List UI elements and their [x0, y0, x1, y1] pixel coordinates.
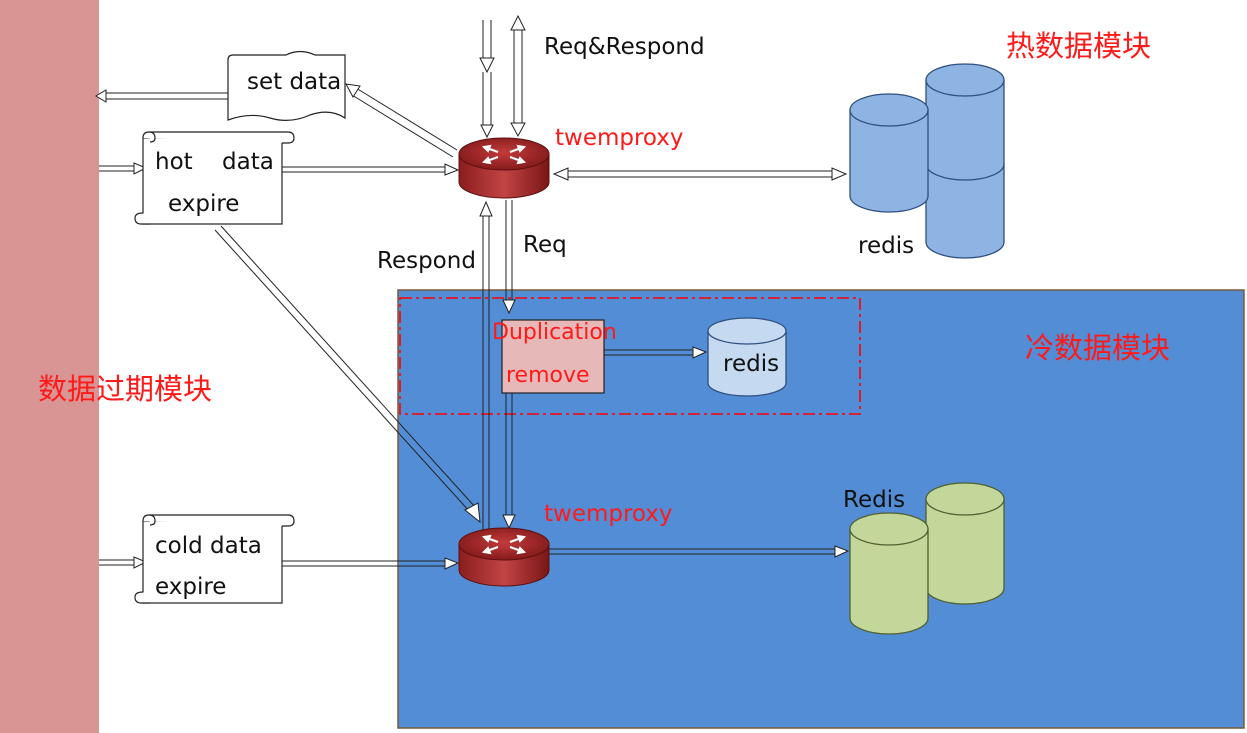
set-data-document [227, 50, 346, 121]
redis-hot-cluster [849, 63, 1005, 259]
hot-data-scroll [134, 131, 295, 225]
duplication-remove-box [501, 319, 605, 394]
redis-cold-cluster [849, 482, 1005, 635]
twemproxy-bottom-router [458, 527, 550, 587]
dedup-region [399, 297, 861, 415]
expiry-module-bar [0, 0, 99, 733]
connection-arrows [95, 14, 850, 570]
twemproxy-top-router [458, 137, 550, 199]
redis-dedup-cylinder [707, 317, 787, 397]
cold-data-scroll [134, 514, 295, 604]
